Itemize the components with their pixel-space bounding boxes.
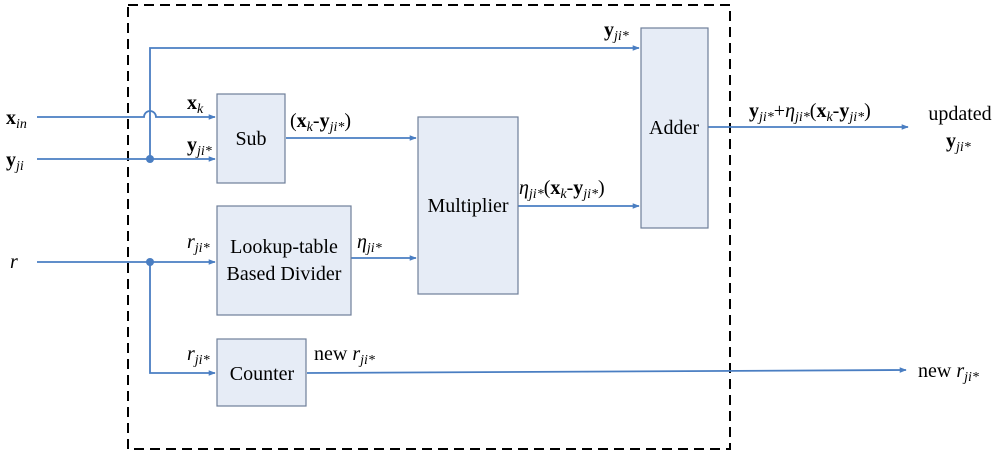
adder-block-label: Adder: [649, 117, 699, 139]
label-x-k: xk: [187, 92, 204, 117]
counter-block: Counter: [216, 338, 307, 407]
sub-block-label: Sub: [235, 128, 266, 150]
output-label-updated: updated: [928, 103, 991, 125]
module-boundary: [127, 4, 731, 450]
lookup-divider-block: Lookup-table Based Divider: [216, 205, 352, 316]
divider-label-line1: Lookup-table: [230, 236, 338, 258]
output-label-updated-y: yji*: [946, 130, 971, 155]
input-label-x-in: xin: [6, 107, 27, 132]
sub-block: Sub: [216, 93, 286, 184]
label-multiplier-output: ηji*(xk-yji*): [519, 177, 605, 202]
junction-r: [146, 258, 154, 266]
wire-counter-output: [306, 367, 907, 374]
input-label-y-ji: yji: [6, 149, 24, 174]
adder-block: Adder: [640, 27, 709, 229]
label-y-ji-star-sub: yji*: [187, 134, 212, 159]
output-label-new-r: new rji*: [918, 360, 979, 385]
divider-label-line2: Based Divider: [227, 263, 342, 285]
label-r-ji-star-divider: rji*: [187, 231, 210, 256]
label-r-ji-star-counter: rji*: [187, 343, 210, 368]
label-eta: ηji*: [357, 231, 382, 256]
label-y-ji-star-top: yji*: [604, 19, 629, 44]
label-adder-output: yji*+ηji*(xk-yji*): [749, 100, 871, 125]
wire-r-to-counter: [149, 262, 216, 376]
counter-block-label: Counter: [230, 363, 295, 385]
multiplier-block: Multiplier: [417, 116, 519, 295]
multiplier-block-label: Multiplier: [427, 195, 508, 217]
wire-y-ji-to-adder: [149, 45, 640, 159]
input-label-r: r: [10, 251, 18, 273]
label-difference: (xk-yji*): [290, 110, 351, 135]
junction-y-ji: [146, 155, 154, 163]
label-new-r-counter: new rji*: [314, 343, 375, 368]
